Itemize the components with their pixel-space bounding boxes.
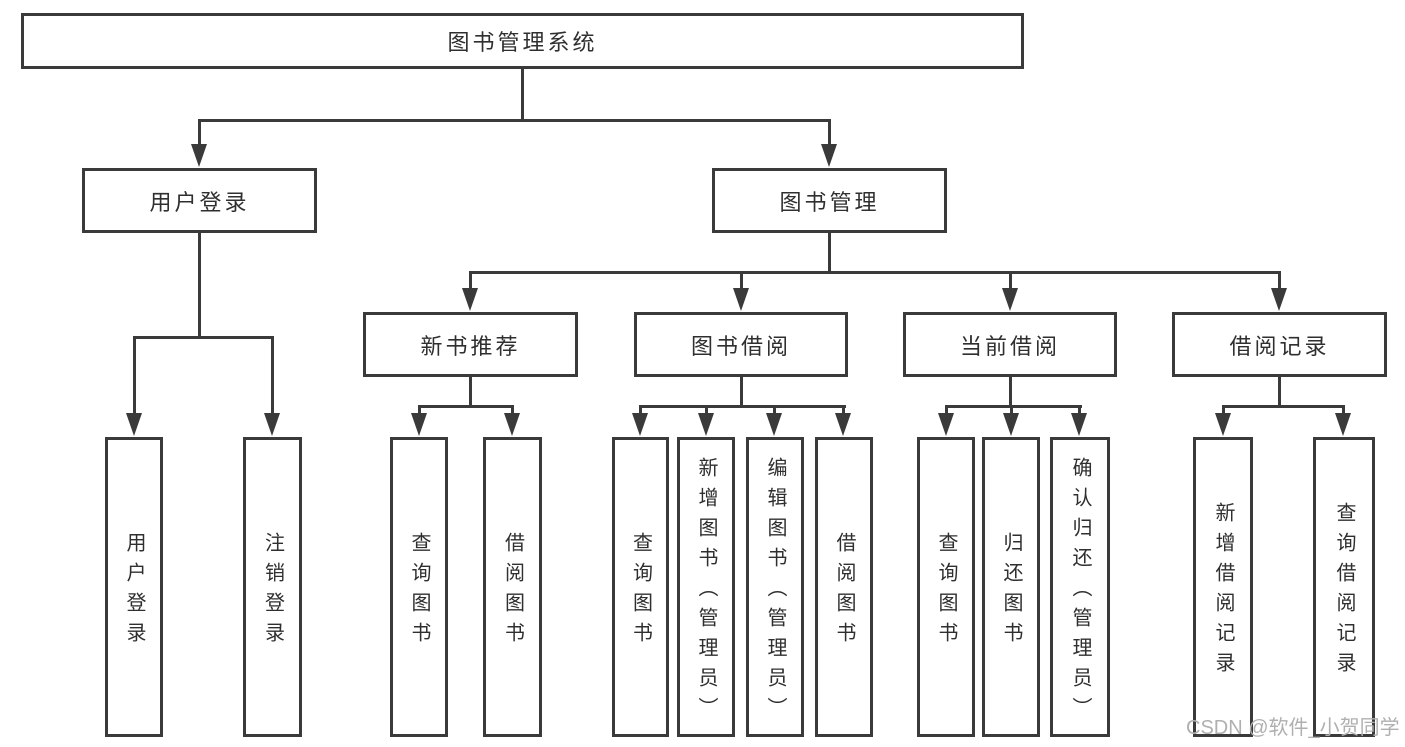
connector-user-login-drop: [198, 119, 201, 148]
connector-leaf-drop: [271, 336, 274, 416]
arrow-down-icon: [835, 413, 851, 436]
connector-root-stem: [521, 67, 524, 122]
leaf-user-login: 用户登录: [105, 437, 163, 737]
node-root-label: 图书管理系统: [447, 30, 598, 55]
node-user-login: 用户登录: [82, 168, 317, 233]
leaf-borrow-books-recommend: 借阅图书: [483, 437, 542, 737]
leaf-edit-books-admin-label: 编辑图书（管理员）: [764, 457, 786, 727]
connector-borrow-records-bar: [1222, 405, 1345, 408]
connector-leaf-drop: [1078, 405, 1081, 416]
leaf-borrow-books-recommend-label: 借阅图书: [501, 532, 524, 652]
leaf-logout: 注销登录: [243, 437, 302, 737]
arrow-down-icon: [766, 413, 782, 436]
leaf-add-borrow-record: 新增借阅记录: [1193, 437, 1253, 737]
arrow-down-icon: [821, 144, 837, 167]
connector-leaf-drop: [639, 405, 642, 416]
arrow-down-icon: [191, 144, 207, 167]
arrow-down-icon: [1215, 413, 1231, 436]
leaf-borrow-books-label: 借阅图书: [833, 532, 855, 652]
node-borrow-records: 借阅记录: [1172, 312, 1387, 377]
connector-leaf-drop: [1010, 405, 1013, 416]
leaf-borrow-books: 借阅图书: [815, 437, 873, 737]
arrow-down-icon: [1003, 413, 1019, 436]
connector-level3-drop: [740, 271, 743, 291]
connector-borrow-records-stem: [1278, 377, 1281, 408]
arrow-down-icon: [1335, 413, 1351, 436]
leaf-user-login-label: 用户登录: [123, 532, 145, 652]
arrow-down-icon: [1002, 288, 1018, 311]
leaf-query-borrow-record-label: 查询借阅记录: [1333, 502, 1355, 682]
arrow-down-icon: [264, 413, 280, 436]
node-book-management: 图书管理: [712, 168, 947, 233]
connector-book-management-drop: [828, 119, 831, 148]
connector-level3-drop: [1009, 271, 1012, 291]
leaf-confirm-return-admin: 确认归还（管理员）: [1050, 437, 1110, 737]
node-current-borrow-label: 当前借阅: [959, 333, 1060, 359]
node-borrow-records-label: 借阅记录: [1229, 333, 1330, 359]
leaf-query-books-current-label: 查询图书: [935, 532, 957, 652]
arrow-down-icon: [411, 413, 427, 436]
arrow-down-icon: [938, 413, 954, 436]
leaf-add-borrow-record-label: 新增借阅记录: [1212, 502, 1234, 682]
node-current-borrow: 当前借阅: [903, 312, 1117, 377]
arrow-down-icon: [698, 413, 714, 436]
leaf-query-books-recommend-label: 查询图书: [408, 532, 430, 652]
node-root: 图书管理系统: [21, 13, 1024, 69]
connector-leaf-drop: [945, 405, 948, 416]
connector-current-borrow-stem: [1009, 377, 1012, 408]
leaf-return-books: 归还图书: [982, 437, 1040, 737]
arrow-down-icon: [733, 288, 749, 311]
leaf-return-books-label: 归还图书: [1000, 532, 1022, 652]
arrow-down-icon: [1071, 413, 1087, 436]
node-book-borrow-label: 图书借阅: [690, 333, 791, 359]
node-user-login-label: 用户登录: [149, 189, 250, 215]
connector-root-bar: [198, 119, 831, 122]
leaf-query-borrow-record: 查询借阅记录: [1313, 437, 1375, 737]
arrow-down-icon: [126, 413, 142, 436]
arrow-down-icon: [1271, 288, 1287, 311]
connector-current-borrow-bar: [945, 405, 1082, 408]
node-book-management-label: 图书管理: [779, 189, 880, 215]
leaf-add-books-admin-label: 新增图书（管理员）: [695, 457, 717, 727]
connector-leaf-drop: [842, 405, 845, 416]
node-new-book-recommend-label: 新书推荐: [420, 333, 521, 359]
connector-book-management-bar: [469, 271, 1281, 274]
leaf-query-books-borrow-label: 查询图书: [629, 532, 652, 652]
connector-leaf-drop: [705, 405, 708, 416]
leaf-edit-books-admin: 编辑图书（管理员）: [746, 437, 804, 737]
connector-book-borrow-bar: [639, 405, 846, 408]
connector-level3-drop: [1278, 271, 1281, 291]
leaf-query-books-borrow: 查询图书: [612, 437, 669, 737]
connector-leaf-drop: [133, 336, 136, 416]
node-new-book-recommend: 新书推荐: [363, 312, 578, 377]
arrow-down-icon: [632, 413, 648, 436]
leaf-logout-label: 注销登录: [261, 532, 284, 652]
connector-new-book-stem: [469, 377, 472, 408]
connector-level3-drop: [469, 271, 472, 291]
connector-leaf-drop: [418, 405, 421, 416]
connector-book-management-stem: [828, 233, 831, 274]
connector-leaf-drop: [773, 405, 776, 416]
leaf-query-books-current: 查询图书: [917, 437, 975, 737]
connector-new-book-bar: [418, 405, 514, 408]
connector-leaf-drop: [1342, 405, 1345, 416]
arrow-down-icon: [462, 288, 478, 311]
connector-book-borrow-stem: [740, 377, 743, 408]
leaf-query-books-recommend: 查询图书: [390, 437, 448, 737]
node-book-borrow: 图书借阅: [634, 312, 848, 377]
connector-leaf-drop: [1222, 405, 1225, 416]
arrow-down-icon: [504, 413, 520, 436]
leaf-add-books-admin: 新增图书（管理员）: [677, 437, 735, 737]
connector-leaf-drop: [511, 405, 514, 416]
watermark: CSDN @软件_小贺同学: [1186, 717, 1400, 739]
connector-user-login-bar: [133, 336, 274, 339]
connector-user-login-stem: [198, 233, 201, 339]
leaf-confirm-return-admin-label: 确认归还（管理员）: [1069, 457, 1091, 727]
